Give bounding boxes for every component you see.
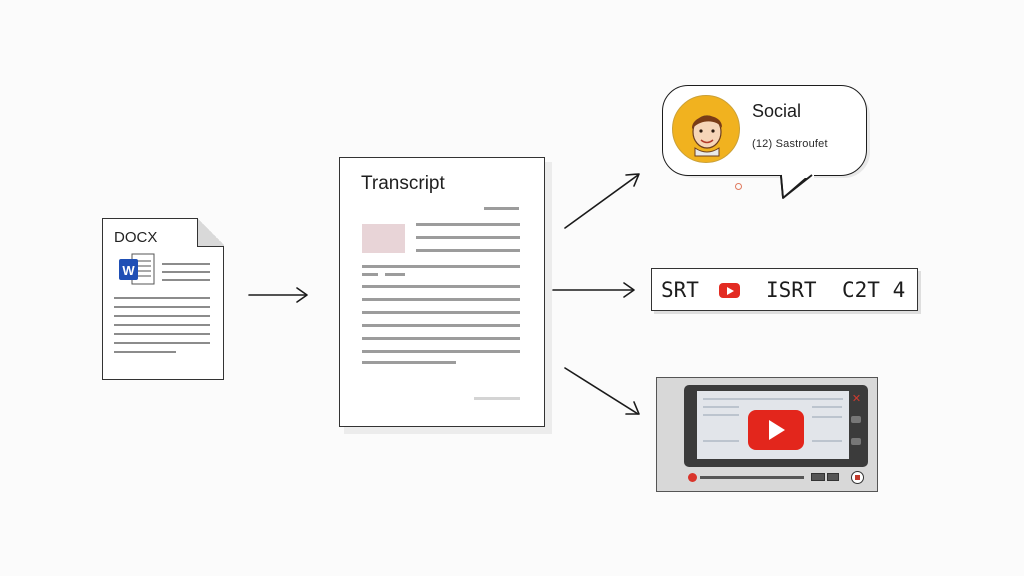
srt-label-3: C2T 4 (842, 278, 906, 302)
transcript-text-line (362, 273, 378, 276)
docx-text-line (114, 324, 210, 326)
transcript-title: Transcript (361, 173, 445, 194)
social-title: Social (752, 101, 802, 121)
transcript-text-line (362, 265, 520, 268)
play-triangle-icon (727, 287, 734, 295)
srt-caption-strip (651, 268, 918, 311)
side-control-icon[interactable] (851, 416, 861, 423)
transcript-thumbnail (362, 224, 405, 253)
transcript-text-line (416, 236, 520, 239)
screen-ui-line (812, 416, 842, 418)
avatar-icon (672, 95, 740, 163)
transcript-text-line (362, 337, 520, 340)
screen-ui-line (703, 440, 739, 442)
side-control-icon[interactable] (851, 438, 861, 445)
transcript-document (339, 157, 545, 427)
docx-text-line (114, 315, 210, 317)
docx-text-line (114, 297, 210, 299)
transcript-text-line (362, 324, 520, 327)
bubble-tail-cover (780, 172, 814, 199)
transcript-text-line (362, 350, 520, 353)
srt-label: SRT (661, 278, 699, 302)
transcript-text-line (385, 273, 405, 276)
close-icon[interactable]: ✕ (851, 393, 862, 405)
screen-ui-line (703, 414, 739, 416)
word-document-icon: W (118, 252, 156, 288)
screen-ui-line (812, 440, 842, 442)
transcript-text-line (416, 249, 520, 252)
screen-ui-line (703, 406, 739, 408)
page-fold-corner (197, 218, 224, 247)
docx-text-line (162, 271, 210, 273)
docx-text-line (162, 279, 210, 281)
transcript-text-line (416, 223, 520, 226)
docx-text-line (114, 333, 210, 335)
transcript-text-line (484, 207, 519, 210)
transcript-footer-line (474, 397, 520, 400)
control-box-icon[interactable] (811, 473, 825, 481)
social-subtitle: (12) Sastroufet (752, 138, 828, 150)
settings-icon-center (855, 475, 860, 480)
screen-ui-line (812, 406, 842, 408)
notification-dot (735, 183, 742, 190)
srt-label-2: ISRT (766, 278, 817, 302)
screen-ui-line (703, 398, 843, 400)
docx-text-line (114, 351, 176, 353)
docx-text-line (162, 263, 210, 265)
docx-label: DOCX (114, 229, 158, 246)
svg-text:W: W (122, 263, 135, 278)
record-icon[interactable] (688, 473, 697, 482)
control-box-icon[interactable] (827, 473, 839, 481)
transcript-text-line (362, 361, 456, 364)
transcript-text-line (362, 298, 520, 301)
docx-text-line (114, 342, 210, 344)
transcript-text-line (362, 311, 520, 314)
play-triangle-icon (769, 420, 785, 440)
progress-bar[interactable] (700, 476, 804, 479)
transcript-text-line (362, 285, 520, 288)
docx-text-line (114, 306, 210, 308)
